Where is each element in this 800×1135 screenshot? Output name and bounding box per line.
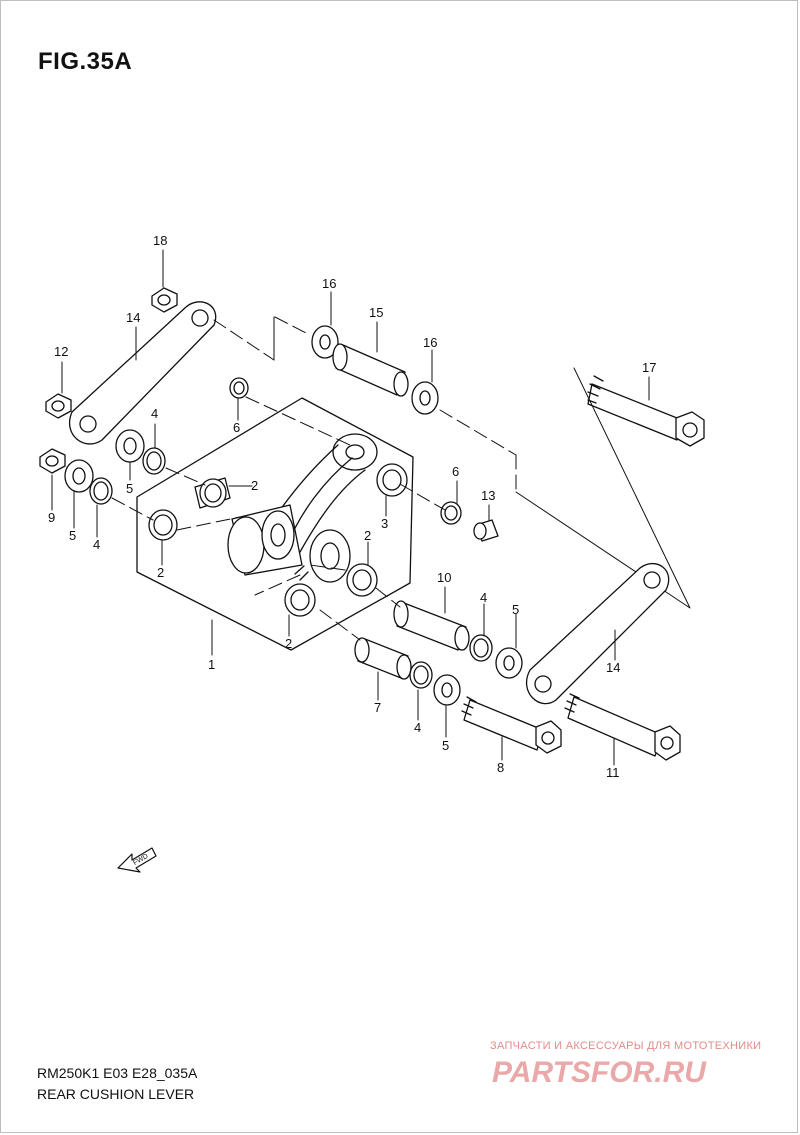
part-label-7: 7 bbox=[374, 700, 381, 715]
link-rod-14-left bbox=[69, 301, 217, 445]
part-label-15: 15 bbox=[369, 305, 383, 320]
diagram-name: REAR CUSHION LEVER bbox=[37, 1086, 195, 1102]
bolt-11 bbox=[564, 693, 681, 761]
washer-16-lower bbox=[411, 381, 439, 415]
diagram-code: RM250K1 E03 E28_035A bbox=[37, 1065, 198, 1081]
part-label-13: 13 bbox=[481, 488, 495, 503]
link-rod-14-right bbox=[525, 562, 670, 705]
part-label-6: 6 bbox=[233, 420, 240, 435]
part-label-18: 18 bbox=[153, 233, 167, 248]
bearing-2-right bbox=[346, 563, 378, 597]
part-label-4: 4 bbox=[414, 720, 421, 735]
part-label-2: 2 bbox=[285, 636, 292, 651]
part-label-5: 5 bbox=[126, 481, 133, 496]
bearing-2-left bbox=[148, 509, 178, 541]
part-label-16: 16 bbox=[423, 335, 437, 350]
part-label-12: 12 bbox=[54, 344, 68, 359]
bearing-3 bbox=[376, 463, 408, 497]
part-label-5: 5 bbox=[512, 602, 519, 617]
part-label-10: 10 bbox=[437, 570, 451, 585]
part-label-9: 9 bbox=[48, 510, 55, 525]
part-label-4: 4 bbox=[93, 537, 100, 552]
part-label-17: 17 bbox=[642, 360, 656, 375]
seal-6-right bbox=[440, 501, 462, 525]
spacer-15 bbox=[332, 343, 409, 397]
nut-12 bbox=[45, 393, 72, 419]
cushion-lever bbox=[227, 433, 378, 583]
part-label-4: 4 bbox=[480, 590, 487, 605]
part-label-3: 3 bbox=[381, 516, 388, 531]
part-label-2: 2 bbox=[364, 528, 371, 543]
spacer-7 bbox=[354, 637, 412, 680]
bolt-17 bbox=[587, 375, 705, 447]
figure-title: FIG.35A bbox=[38, 48, 133, 75]
leader-lines bbox=[51, 249, 650, 766]
nut-18 bbox=[151, 287, 178, 313]
bearing-2-lower bbox=[284, 583, 316, 617]
assembly-outline bbox=[136, 397, 414, 651]
seal-6-upper bbox=[229, 377, 249, 399]
part-label-5: 5 bbox=[442, 738, 449, 753]
part-label-11: 11 bbox=[606, 765, 620, 780]
nut-9 bbox=[39, 448, 66, 474]
part-label-8: 8 bbox=[497, 760, 504, 775]
washer-16-upper bbox=[311, 325, 339, 359]
spacer-10 bbox=[393, 600, 470, 651]
seal-4-left-upper bbox=[142, 447, 166, 475]
washer-5-right-upper bbox=[495, 647, 523, 679]
part-label-16: 16 bbox=[322, 276, 336, 291]
washer-5-left-upper bbox=[115, 429, 145, 463]
seal-4-right-upper bbox=[469, 634, 493, 662]
washer-5-lower bbox=[433, 674, 461, 706]
part-label-6: 6 bbox=[452, 464, 459, 479]
part-label-14: 14 bbox=[126, 310, 140, 325]
seal-4-lower bbox=[409, 661, 433, 689]
seal-4-left-lower bbox=[89, 477, 113, 505]
watermark-brand: PARTSFOR.RU bbox=[492, 1056, 707, 1089]
part-label-5: 5 bbox=[69, 528, 76, 543]
alignment-lines bbox=[111, 316, 517, 641]
fwd-arrow-icon: FWD bbox=[117, 847, 157, 873]
bolt-8 bbox=[461, 696, 562, 754]
part-label-1: 1 bbox=[208, 657, 215, 672]
bearing-2-upper bbox=[194, 477, 231, 509]
part-label-2: 2 bbox=[251, 478, 258, 493]
bushing-13 bbox=[473, 519, 499, 542]
part-label-2: 2 bbox=[157, 565, 164, 580]
part-label-14: 14 bbox=[606, 660, 620, 675]
washer-5-left-lower bbox=[64, 459, 94, 493]
part-label-4: 4 bbox=[151, 406, 158, 421]
watermark-tagline: ЗАПЧАСТИ И АКСЕССУАРЫ ДЛЯ МОТОТЕХНИКИ bbox=[490, 1040, 762, 1052]
